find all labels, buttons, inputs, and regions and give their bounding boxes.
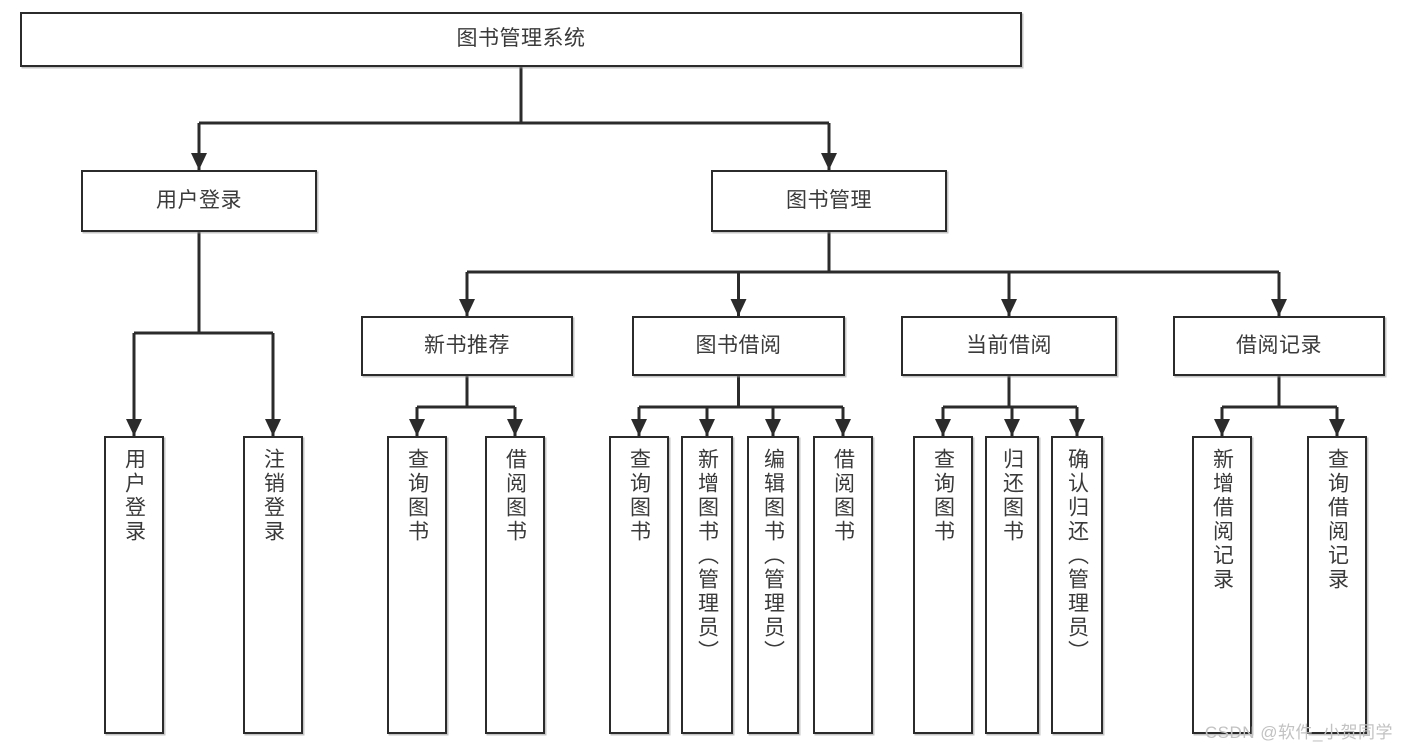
node-current-borrow[interactable]: 当前借阅 xyxy=(901,316,1117,376)
node-label: 用户登录 xyxy=(122,448,146,544)
node-leaf-user-login[interactable]: 用户登录 xyxy=(104,436,164,734)
node-new-book-rec[interactable]: 新书推荐 xyxy=(361,316,573,376)
node-label: 查询图书 xyxy=(931,448,955,544)
node-leaf-query-1[interactable]: 查询图书 xyxy=(387,436,447,734)
arrowhead xyxy=(835,419,851,436)
arrowhead xyxy=(1329,419,1345,436)
csdn-watermark: CSDN @软件_小贺同学 xyxy=(1204,723,1393,742)
node-leaf-query-3[interactable]: 查询图书 xyxy=(913,436,973,734)
node-label: 新增借阅记录 xyxy=(1210,448,1234,592)
arrowhead xyxy=(730,299,747,316)
arrowhead xyxy=(459,299,475,316)
node-book-borrow[interactable]: 图书借阅 xyxy=(632,316,845,376)
node-leaf-query-rec[interactable]: 查询借阅记录 xyxy=(1307,436,1367,734)
node-label: 图书管理 xyxy=(786,188,872,212)
node-label: 图书借阅 xyxy=(695,333,782,357)
node-label: 借阅记录 xyxy=(1236,333,1322,357)
arrowhead xyxy=(507,419,523,436)
arrowhead xyxy=(1069,419,1085,436)
node-leaf-edit-book[interactable]: 编辑图书（管理员） xyxy=(747,436,799,734)
node-leaf-logout[interactable]: 注销登录 xyxy=(243,436,303,734)
node-label: 注销登录 xyxy=(261,448,285,544)
node-leaf-borrow-1[interactable]: 借阅图书 xyxy=(485,436,545,734)
node-label: 当前借阅 xyxy=(966,333,1052,357)
node-label: 编辑图书（管理员） xyxy=(761,448,785,664)
node-label: 借阅图书 xyxy=(503,448,527,544)
node-root[interactable]: 图书管理系统 xyxy=(20,12,1022,67)
arrowhead xyxy=(1004,419,1020,436)
node-user-login[interactable]: 用户登录 xyxy=(81,170,317,232)
node-label: 借阅图书 xyxy=(831,448,855,544)
arrowhead xyxy=(1271,299,1287,316)
node-leaf-return[interactable]: 归还图书 xyxy=(985,436,1039,734)
node-leaf-confirm[interactable]: 确认归还（管理员） xyxy=(1051,436,1103,734)
arrowhead xyxy=(631,419,647,436)
arrowhead xyxy=(191,153,207,170)
arrowhead xyxy=(699,419,715,436)
arrowhead xyxy=(821,153,837,170)
node-label: 查询图书 xyxy=(627,448,651,544)
node-label: 归还图书 xyxy=(1000,448,1024,544)
node-label: 用户登录 xyxy=(156,188,242,212)
node-label: 查询图书 xyxy=(405,448,429,544)
node-book-manage[interactable]: 图书管理 xyxy=(711,170,947,232)
node-leaf-query-2[interactable]: 查询图书 xyxy=(609,436,669,734)
node-leaf-add-rec[interactable]: 新增借阅记录 xyxy=(1192,436,1252,734)
node-label: 确认归还（管理员） xyxy=(1065,448,1089,664)
node-leaf-borrow-2[interactable]: 借阅图书 xyxy=(813,436,873,734)
node-label: 新增图书（管理员） xyxy=(695,448,719,664)
arrowhead xyxy=(1001,299,1017,316)
arrowhead xyxy=(1214,419,1230,436)
arrowhead xyxy=(126,419,142,436)
node-label: 新书推荐 xyxy=(424,333,510,357)
arrowhead xyxy=(765,419,781,436)
arrowhead xyxy=(265,419,281,436)
arrowhead xyxy=(935,419,951,436)
node-label: 图书管理系统 xyxy=(456,27,586,51)
node-borrow-record[interactable]: 借阅记录 xyxy=(1173,316,1385,376)
arrowhead xyxy=(409,419,425,436)
node-leaf-add-book[interactable]: 新增图书（管理员） xyxy=(681,436,733,734)
node-label: 查询借阅记录 xyxy=(1325,448,1349,592)
